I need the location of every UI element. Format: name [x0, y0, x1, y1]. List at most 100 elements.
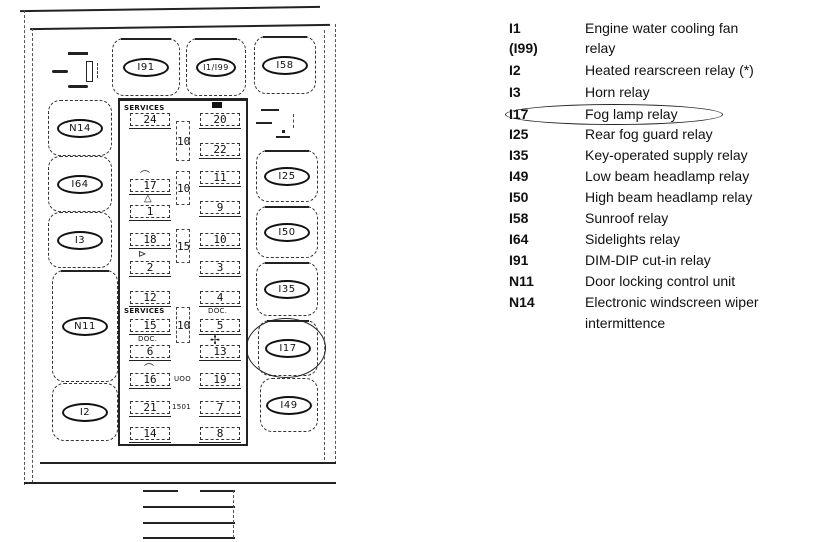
relay-slot-i49[interactable]: I49: [260, 378, 318, 432]
legend-highlight-ellipse: [505, 104, 723, 125]
relay-label-i64: I64: [57, 174, 103, 194]
fuse-6[interactable]: 6: [129, 345, 171, 361]
legend-code: I50: [509, 189, 529, 205]
horn-icon: ⊳: [138, 249, 147, 260]
legend-code: N11: [509, 273, 534, 289]
fuse-1[interactable]: 1: [129, 205, 171, 221]
fuse-15[interactable]: 15: [129, 319, 171, 335]
fuse-8[interactable]: 8: [199, 427, 241, 443]
fuse-21[interactable]: 21: [129, 401, 171, 417]
relay-slot-i1-i99[interactable]: I1/I99: [186, 38, 246, 96]
fuse-18[interactable]: 18: [129, 233, 171, 249]
fuse-3[interactable]: 3: [199, 261, 241, 277]
fuse-5[interactable]: 5: [199, 319, 241, 335]
fuse-7[interactable]: 7: [199, 401, 241, 417]
fuse-symbol-17: ⌒: [140, 171, 150, 182]
legend-desc: Door locking control unit: [585, 273, 736, 289]
relay-label-i91: I91: [123, 57, 169, 77]
relay-slot-i91[interactable]: I91: [112, 38, 180, 96]
fuse-20[interactable]: 20: [199, 113, 241, 129]
relay-slot-i2[interactable]: I2: [52, 383, 118, 441]
legend-code: I35: [509, 147, 529, 163]
relay-label-i35: I35: [264, 279, 310, 299]
legend-code: I91: [509, 252, 529, 268]
legend-desc: Low beam headlamp relay: [585, 168, 750, 184]
relay-label-i49: I49: [266, 395, 312, 415]
relay-label-i2: I2: [62, 402, 108, 422]
legend-desc: Sidelights relay: [585, 231, 680, 247]
legend-desc: DIM-DIP cut-in relay: [585, 252, 711, 268]
fuse-14[interactable]: 14: [129, 427, 171, 443]
legend-code: I58: [509, 210, 529, 226]
legend-code: I64: [509, 231, 529, 247]
relay-label-i25: I25: [264, 166, 310, 186]
legend-desc: Sunroof relay: [585, 210, 669, 226]
relay-slot-i64[interactable]: I64: [48, 156, 112, 212]
fuse-17[interactable]: 17: [129, 179, 171, 195]
legend-code: I25: [509, 126, 529, 142]
center-value-3: 15: [176, 229, 190, 263]
relay-slot-i25[interactable]: I25: [256, 150, 318, 202]
fuse-symbol-16: ⌒: [144, 364, 154, 375]
relay-slot-n14[interactable]: N14: [48, 100, 112, 156]
relay-slot-i3[interactable]: I3: [48, 212, 112, 268]
fuse-section-label-services-top: SERVICES: [124, 104, 165, 112]
highlight-circle-i17: [246, 318, 326, 378]
legend-desc: Key-operated supply relay: [585, 147, 748, 163]
fuse-16[interactable]: 16: [129, 373, 171, 389]
doc-label-right: DOC.: [208, 307, 228, 315]
inner-frame-bottom: [40, 462, 336, 464]
legend-code: I49: [509, 168, 529, 184]
fan-icon: ✢: [210, 333, 221, 347]
rear-screen-icon: [212, 102, 222, 108]
legend-desc: High beam headlamp relay: [585, 189, 753, 205]
center-small-label-1: UOO: [174, 375, 192, 383]
outer-frame-left: [24, 10, 25, 485]
relay-label-i58: I58: [262, 55, 308, 75]
outer-frame-bottom: [24, 482, 336, 484]
relay-slot-i35[interactable]: I35: [256, 262, 318, 316]
relay-label-i1-i99: I1/I99: [196, 57, 236, 77]
fuse-22[interactable]: 22: [199, 143, 241, 159]
center-value-2: 10: [176, 171, 190, 205]
outer-frame-top: [20, 5, 320, 13]
fuse-12[interactable]: 12: [129, 291, 171, 307]
legend-desc: intermittence: [585, 315, 666, 331]
relay-label-n14: N14: [57, 118, 103, 138]
inner-frame-left: [32, 28, 33, 483]
center-value-4: 10: [176, 307, 190, 343]
legend-desc: Engine water cooling fan: [585, 20, 739, 36]
fuse-symbol-1: △: [144, 193, 152, 204]
legend-code: N14: [509, 294, 535, 310]
relay-label-i50: I50: [264, 222, 310, 242]
center-value-1: 10: [176, 121, 190, 161]
fuse-panel: SERVICES 10 10 15 10 24 17 ⌒ 1 △ 18 2 ⊳ …: [118, 98, 248, 446]
outer-frame-right: [335, 24, 336, 464]
fuse-2[interactable]: 2: [129, 261, 171, 277]
legend-code: I3: [509, 84, 521, 100]
relay-slot-i50[interactable]: I50: [256, 206, 318, 258]
legend-code: I1: [509, 20, 521, 36]
relay-label-n11: N11: [62, 316, 108, 336]
inner-frame-right: [324, 30, 325, 460]
fuse-19[interactable]: 19: [199, 373, 241, 389]
fuse-section-label-services-bottom: SERVICES: [124, 307, 165, 315]
legend-desc: Heated rearscreen relay (*): [585, 62, 754, 78]
relay-label-i3: I3: [57, 230, 103, 250]
legend-code: (I99): [509, 40, 538, 56]
doc-label-left: DOC.: [138, 335, 158, 343]
legend-desc: Rear fog guard relay: [585, 126, 713, 142]
fuse-10[interactable]: 10: [199, 233, 241, 249]
legend-desc: Electronic windscreen wiper: [585, 294, 759, 310]
fuse-9[interactable]: 9: [199, 201, 241, 217]
fuse-4[interactable]: 4: [199, 291, 241, 307]
relay-slot-n11[interactable]: N11: [52, 270, 118, 382]
legend-desc: relay: [585, 40, 616, 56]
legend-code: I2: [509, 62, 521, 78]
fuse-13[interactable]: 13: [199, 345, 241, 361]
legend-desc: Horn relay: [585, 84, 650, 100]
inner-frame-top: [30, 23, 330, 31]
fuse-24[interactable]: 24: [129, 113, 171, 129]
relay-slot-i58[interactable]: I58: [254, 36, 316, 94]
fuse-11[interactable]: 11: [199, 171, 241, 187]
